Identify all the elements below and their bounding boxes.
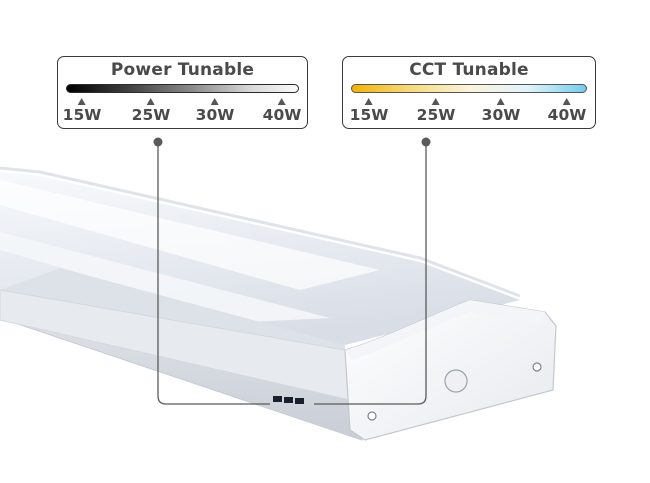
power-tick-label: 15W: [62, 106, 102, 124]
cct-tick-label: 15W: [349, 106, 389, 124]
tick-marker-icon: [562, 98, 571, 105]
power-tick-label: 25W: [131, 106, 171, 124]
power-tick-label: 30W: [195, 106, 235, 124]
cct-tick-label: 40W: [547, 106, 587, 124]
power-tunable-title: Power Tunable: [110, 60, 255, 80]
leader-line-power: [157, 142, 270, 405]
power-scale: 15W 25W 30W 40W: [58, 98, 307, 126]
cct-tick: 40W: [547, 98, 587, 124]
power-tick-label: 40W: [262, 106, 302, 124]
cct-tick-label: 25W: [416, 106, 456, 124]
tick-marker-icon: [496, 98, 505, 105]
cct-tick: 25W: [416, 98, 456, 124]
cct-tunable-callout: CCT Tunable 15W 25W 30W 40W: [342, 56, 596, 129]
screw-icon: [367, 411, 377, 421]
tick-marker-icon: [77, 98, 86, 105]
power-tick: 15W: [62, 98, 102, 124]
screw-icon: [532, 362, 542, 372]
cct-tick-label: 30W: [481, 106, 521, 124]
cct-tick: 15W: [349, 98, 389, 124]
power-tick: 40W: [262, 98, 302, 124]
tick-marker-icon: [277, 98, 286, 105]
power-tick: 30W: [195, 98, 235, 124]
power-gradient-bar: [66, 84, 299, 93]
dip-switch-icon: [273, 396, 304, 404]
tick-marker-icon: [364, 98, 373, 105]
cct-tunable-title: CCT Tunable: [409, 60, 529, 80]
tick-marker-icon: [146, 98, 155, 105]
cct-scale: 15W 25W 30W 40W: [343, 98, 595, 126]
tick-marker-icon: [431, 98, 440, 105]
cct-tick: 30W: [481, 98, 521, 124]
tick-marker-icon: [210, 98, 219, 105]
leader-line-cct: [314, 142, 427, 405]
cct-gradient-bar: [351, 84, 587, 93]
power-tunable-callout: Power Tunable 15W 25W 30W 40W: [57, 56, 308, 129]
knockout-icon: [444, 369, 468, 393]
power-tick: 25W: [131, 98, 171, 124]
